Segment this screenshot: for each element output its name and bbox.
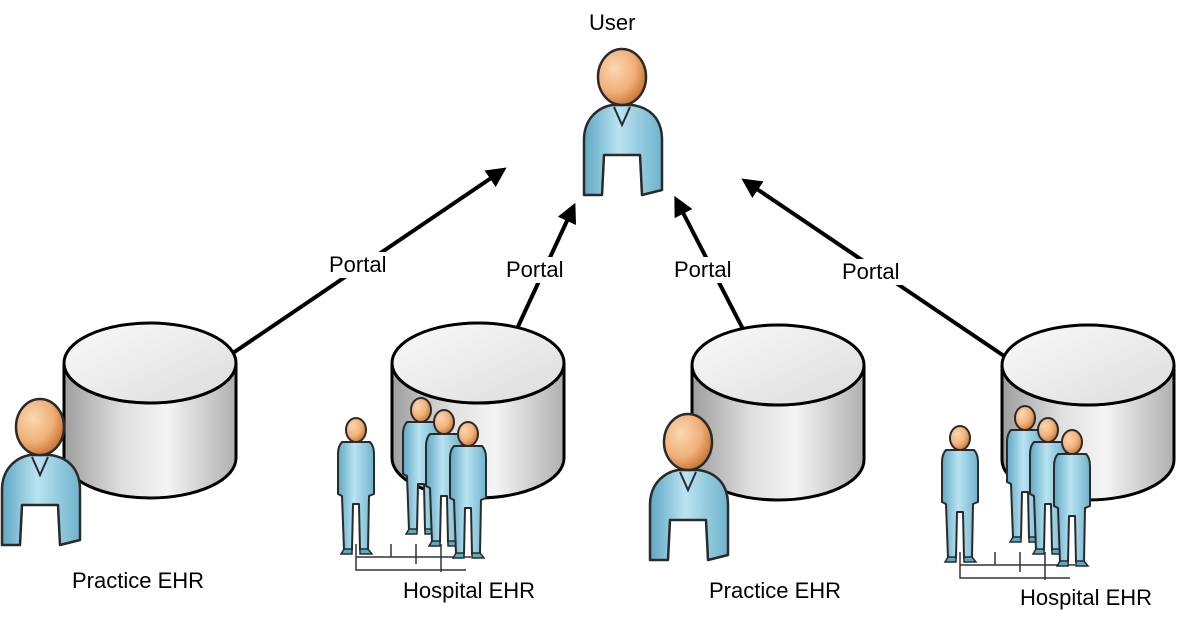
user-icon xyxy=(582,47,664,197)
hospital-1-staff-1 xyxy=(337,417,375,555)
practice-user-icon-2 xyxy=(648,412,730,562)
hospital-2-bracket xyxy=(959,552,1075,580)
portal-label-2: Portal xyxy=(502,257,568,283)
system-label-hospital-2: Hospital EHR xyxy=(1020,585,1153,610)
hospital-1-staff-4 xyxy=(449,421,487,559)
portal-label-4: Portal xyxy=(838,259,904,285)
system-label-practice-1: Practice EHR xyxy=(72,568,205,593)
user-label: User xyxy=(589,10,636,35)
hospital-1-bracket xyxy=(355,544,471,572)
system-label-practice-2: Practice EHR xyxy=(709,578,842,603)
portal-label-1: Portal xyxy=(325,252,391,278)
database-cylinder-1 xyxy=(62,321,238,500)
database-cylinder-3 xyxy=(690,323,866,502)
system-label-hospital-1: Hospital EHR xyxy=(403,578,536,603)
practice-user-icon-1 xyxy=(0,397,82,547)
hospital-2-staff-4 xyxy=(1053,429,1091,567)
portal-label-3: Portal xyxy=(670,257,736,283)
hospital-2-staff-1 xyxy=(941,425,979,563)
